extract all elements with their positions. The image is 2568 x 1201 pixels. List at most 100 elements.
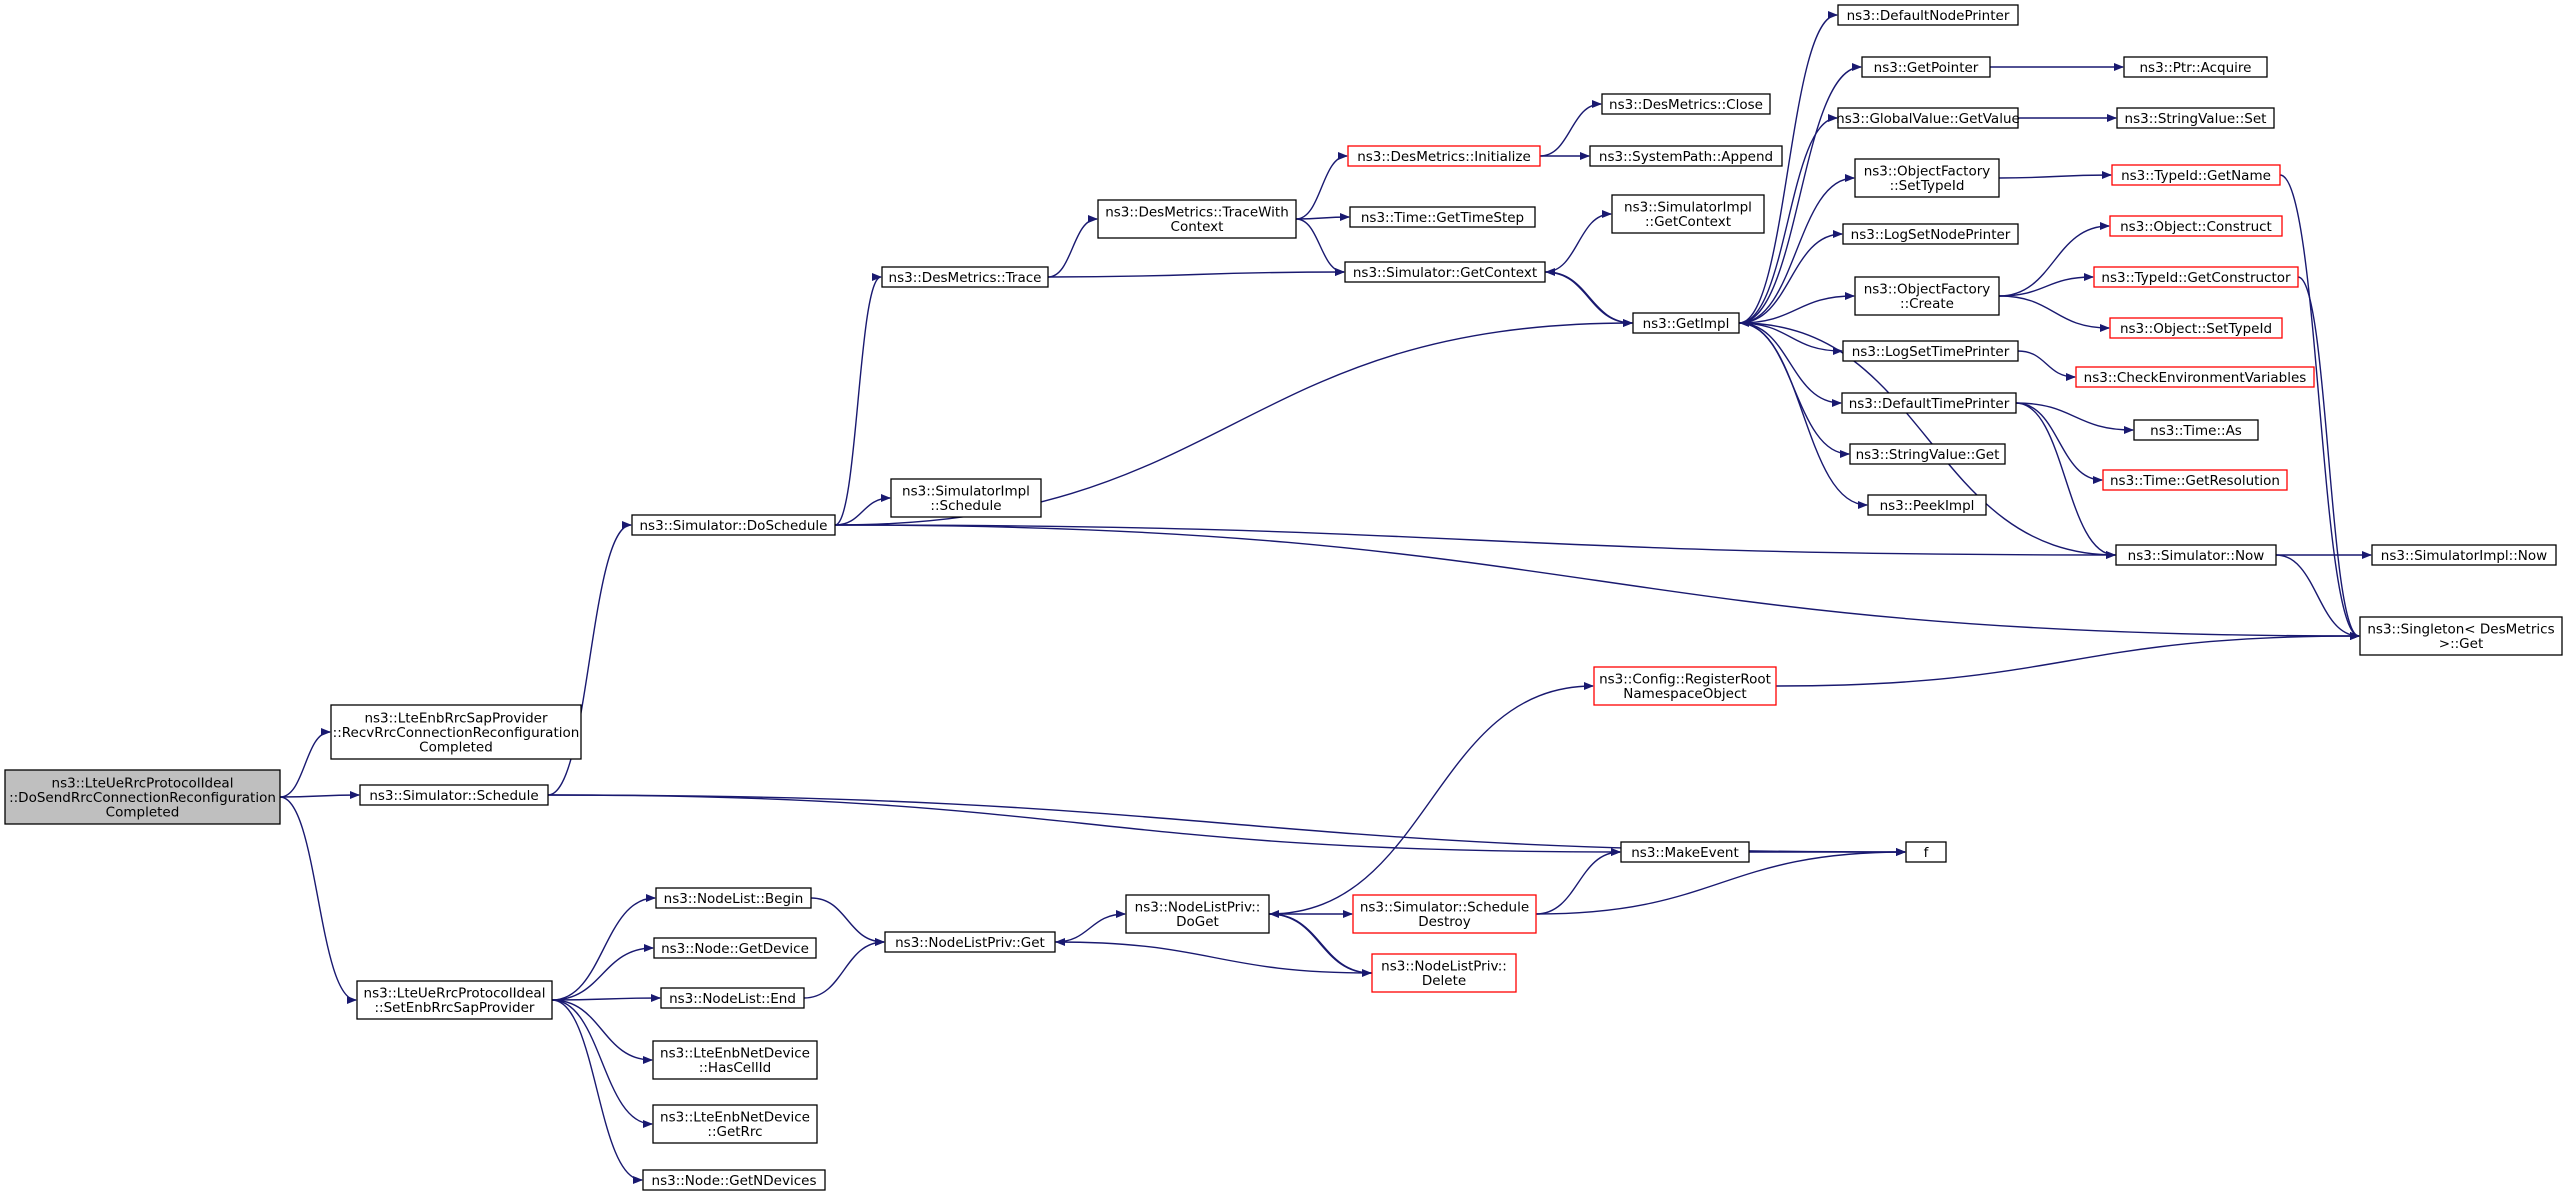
graph-node-logSetNodePrinter[interactable]: ns3::LogSetNodePrinter [1842, 223, 2019, 245]
node-box [1842, 340, 2019, 362]
node-label: ns3::DefaultTimePrinter [1849, 396, 2010, 412]
edge-line [834, 524, 2360, 640]
edge-line [2275, 554, 2360, 640]
graph-node-timeGetRes[interactable]: ns3::Time::GetResolution [2102, 469, 2288, 491]
node-box [2109, 215, 2283, 237]
edge-line [551, 999, 643, 1184]
graph-node-getNDevices[interactable]: ns3::Node::GetNDevices [642, 1169, 826, 1191]
edge-line [1738, 322, 1842, 407]
node-box [1125, 894, 1270, 934]
edge-cfgRegister-to-singletonGet [1775, 632, 2360, 687]
graph-node-objConstruct[interactable]: ns3::Object::Construct [2109, 215, 2283, 237]
graph-node-nlPrivGet[interactable]: ns3::NodeListPriv::Get [884, 931, 1056, 953]
node-label: ns3::Ptr::Acquire [2140, 60, 2252, 76]
node-box [1097, 199, 1297, 239]
edge-line [1738, 114, 1838, 324]
edge-setEnbRrc-to-nlBegin [551, 894, 656, 1001]
graph-node-nodeGetDevice[interactable]: ns3::Node::GetDevice [653, 937, 817, 959]
graph-node-implNow[interactable]: ns3::SimulatorImpl::Now [2371, 544, 2557, 566]
graph-node-ofCreate[interactable]: ns3::ObjectFactory::Create [1854, 276, 2000, 316]
graph-node-desClose[interactable]: ns3::DesMetrics::Close [1601, 93, 1771, 115]
graph-node-singletonGet[interactable]: ns3::Singleton< DesMetrics >::Get [2359, 616, 2563, 656]
edge-defTimePrinter-to-simNow [2015, 402, 2116, 559]
edge-line [1535, 848, 1906, 915]
graph-node-nlPrivDoGet[interactable]: ns3::NodeListPriv::DoGet [1125, 894, 1270, 934]
edge-line [1998, 171, 2112, 180]
graph-node-implGetContext[interactable]: ns3::SimulatorImpl::GetContext [1611, 194, 1765, 234]
edge-desInit-to-desClose [1539, 100, 1602, 157]
node-box [1849, 443, 2006, 465]
node-label: f [1924, 845, 1930, 861]
edge-line [834, 494, 891, 526]
graph-node-ptrAcquire[interactable]: ns3::Ptr::Acquire [2123, 56, 2268, 78]
edge-nlPrivDelete-to-nlPrivDoGet [1269, 910, 1373, 974]
node-box [2111, 164, 2281, 186]
graph-node-timeAs[interactable]: ns3::Time::As [2133, 419, 2259, 441]
node-label: ns3::GetImpl [1643, 316, 1730, 332]
graph-node-nlEnd[interactable]: ns3::NodeList::End [660, 987, 805, 1009]
graph-node-objSetTypeId[interactable]: ns3::Object::SetTypeId [2109, 317, 2283, 339]
node-box [881, 266, 1049, 288]
node-label: ns3::LteUeRrcProtocolIdeal [364, 986, 546, 1002]
node-label: ns3::NodeListPriv:: [1381, 959, 1507, 975]
graph-node-simSchedule[interactable]: ns3::Simulator::Schedule [359, 784, 549, 806]
node-label: ns3::Time::GetResolution [2110, 473, 2280, 489]
graph-node-defNodePrinter[interactable]: ns3::DefaultNodePrinter [1837, 4, 2019, 26]
graph-node-getTimeStep[interactable]: ns3::Time::GetTimeStep [1349, 206, 1536, 228]
graph-node-getRrc[interactable]: ns3::LteEnbNetDevice::GetRrc [652, 1104, 818, 1144]
node-box [1620, 841, 1750, 863]
edge-defTimePrinter-to-timeAs [2015, 402, 2134, 434]
graph-node-setEnbRrc[interactable]: ns3::LteUeRrcProtocolIdeal::SetEnbRrcSap… [356, 980, 553, 1020]
edge-nlPrivGet-to-nlPrivDoGet [1054, 910, 1126, 943]
graph-node-defTimePrinter[interactable]: ns3::DefaultTimePrinter [1841, 392, 2017, 414]
graph-node-peekImpl[interactable]: ns3::PeekImpl [1867, 494, 1987, 516]
graph-node-desTrace[interactable]: ns3::DesMetrics::Trace [881, 266, 1049, 288]
node-label: ns3::SystemPath::Append [1599, 149, 1773, 165]
graph-node-doSchedule[interactable]: ns3::Simulator::DoSchedule [631, 514, 836, 536]
node-box [2371, 544, 2557, 566]
graph-node-ofSetTypeId[interactable]: ns3::ObjectFactory::SetTypeId [1854, 158, 2000, 198]
edge-line [1544, 271, 1633, 327]
node-label: ns3::GlobalValue::GetValue [1836, 111, 2020, 127]
graph-node-logSetTimePrinter[interactable]: ns3::LogSetTimePrinter [1842, 340, 2019, 362]
node-label: ns3::SimulatorImpl [902, 484, 1030, 500]
node-label: ns3::Simulator::GetContext [1353, 265, 1537, 281]
graph-node-gvGetValue[interactable]: ns3::GlobalValue::GetValue [1836, 107, 2020, 129]
edge-line [1739, 319, 2117, 556]
node-box [2102, 469, 2288, 491]
edge-root-to-simSchedule [279, 791, 360, 800]
graph-node-root[interactable]: ns3::LteUeRrcProtocolIdeal::DoSendRrcCon… [4, 769, 281, 825]
node-box [2116, 107, 2275, 129]
graph-node-desInit[interactable]: ns3::DesMetrics::Initialize [1347, 145, 1541, 167]
graph-node-implSchedule[interactable]: ns3::SimulatorImpl::Schedule [890, 478, 1042, 518]
graph-node-strValSet[interactable]: ns3::StringValue::Set [2116, 107, 2275, 129]
graph-node-nlBegin[interactable]: ns3::NodeList::Begin [655, 887, 812, 909]
graph-node-f[interactable]: f [1905, 841, 1947, 863]
edge-line [279, 791, 360, 800]
edge-line [1738, 63, 1862, 324]
graph-node-recvRrc[interactable]: ns3::LteEnbRrcSapProvider::RecvRrcConnec… [330, 704, 582, 760]
node-box [1837, 4, 2019, 26]
node-label: ns3::DesMetrics::Trace [889, 270, 1042, 286]
graph-node-makeEvent[interactable]: ns3::MakeEvent [1620, 841, 1750, 863]
graph-node-getPointer[interactable]: ns3::GetPointer [1861, 56, 1991, 78]
graph-node-hasCellId[interactable]: ns3::LteEnbNetDevice::HasCellId [652, 1040, 818, 1080]
graph-node-getImpl[interactable]: ns3::GetImpl [1632, 312, 1740, 334]
graph-node-simGetContext[interactable]: ns3::Simulator::GetContext [1344, 261, 1546, 283]
graph-node-sysPathAppend[interactable]: ns3::SystemPath::Append [1589, 145, 1783, 167]
node-box [2093, 266, 2299, 288]
graph-node-nlPrivDelete[interactable]: ns3::NodeListPriv::Delete [1371, 953, 1517, 993]
graph-node-strValGet[interactable]: ns3::StringValue::Get [1849, 443, 2006, 465]
node-box [1867, 494, 1987, 516]
edge-line [1738, 322, 1868, 509]
graph-node-simNow[interactable]: ns3::Simulator::Now [2115, 544, 2277, 566]
graph-node-typeIdGetCtor[interactable]: ns3::TypeId::GetConstructor [2093, 266, 2299, 288]
node-label: ns3::DesMetrics::TraceWith [1105, 205, 1289, 221]
edge-root-to-recvRrc [279, 728, 331, 798]
graph-node-checkEnv[interactable]: ns3::CheckEnvironmentVariables [2075, 366, 2315, 388]
graph-node-typeIdGetName[interactable]: ns3::TypeId::GetName [2111, 164, 2281, 186]
edge-getImpl-to-defTimePrinter [1738, 322, 1842, 407]
